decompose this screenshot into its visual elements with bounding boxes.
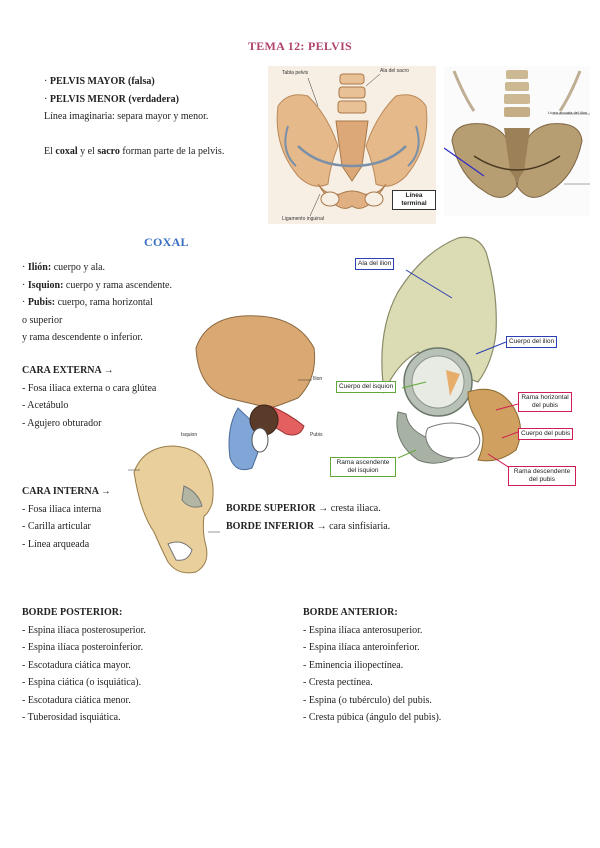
label-ala-ilion: Ala del ilion (355, 258, 395, 270)
borde-posterior-section: BORDE POSTERIOR: - Espina ilíaca postero… (22, 604, 146, 727)
borde-posterior-item: - Escotadura ciática menor. (22, 694, 131, 706)
page-title: TEMA 12: PELVIS (247, 39, 353, 53)
pelvis-photo-illustration (443, 66, 590, 216)
borde-posterior-item: - Espina ilíaca posterosuperior. (22, 624, 146, 636)
fig1-label-tabla: Tabla pelvis (282, 70, 309, 76)
cara-interna-item: - Fosa iliaca interna (22, 503, 102, 515)
borde-posterior-item: - Espina ciática (o isquiática). (22, 677, 142, 688)
borde-anterior-section: BORDE ANTERIOR: - Espina ilíaca anterosu… (303, 604, 441, 727)
cara-externa-item: - Agujero obturador (22, 417, 102, 429)
coxal-internal-figure (124, 442, 228, 578)
cara-externa-item: - Fosa iliaca externa o cara glútea (22, 382, 157, 394)
intro-pelvis-mayor: · PELVIS MAYOR (falsa) (44, 76, 155, 87)
cara-interna-item: - Línea arqueada (22, 538, 90, 550)
fig3-label-ilion: Ilion (313, 376, 323, 382)
pelvis-anterior-illustration (268, 66, 436, 224)
label-cuerpo-pubis: Cuerpo del pubis (518, 428, 574, 440)
label-rama-descendente-pubis: Rama descendente del pubis (508, 466, 576, 486)
coxal-ilion: · Ilión: cuerpo y ala. (22, 262, 106, 273)
fig2-label: Línea arcuata del ilion (548, 110, 588, 115)
coxal-lateral-illustration (195, 315, 316, 471)
borde-inferior: BORDE INFERIOR → cara sinfisiaria. (226, 520, 391, 532)
coxal-pubis-l2: o superior (22, 314, 63, 326)
bordes-mid-section: BORDE SUPERIOR → cresta iliaca. BORDE IN… (226, 500, 390, 535)
coxal-heading: COXAL (144, 235, 189, 249)
coxal-parts-figure: Ala del ilion Cuerpo del ilion Cuerpo de… (328, 232, 592, 486)
borde-anterior-item: - Eminencia iliopectínea. (303, 659, 404, 671)
coxal-pubis: · Pubis: cuerpo, rama horizontal (22, 297, 153, 308)
label-cuerpo-ilion: Cuerpo del ilion (506, 336, 558, 348)
borde-posterior-item: - Tuberosidad isquiática. (22, 712, 121, 723)
borde-anterior-item: - Espina (o tubérculo) del pubis. (303, 694, 432, 706)
coxal-isquion: · Isquion: cuerpo y rama ascendente. (22, 279, 172, 291)
coxal-internal-illustration (128, 445, 220, 574)
fig1-label-lig: Ligamento inguinal (282, 216, 324, 222)
borde-anterior-item: - Cresta púbica (ángulo del pubis). (303, 712, 442, 723)
intro-coxal-sacro: El coxal y el sacro forman parte de la p… (44, 145, 225, 157)
coxal-pubis-l3: y rama descendente o inferior. (22, 332, 143, 343)
cara-externa-section: CARA EXTERNA → - Fosa iliaca externa o c… (22, 362, 156, 432)
fig3-label-pubis: Pubis (310, 432, 323, 438)
label-rama-ascendente-isquion: Rama ascendente del isquion (330, 457, 396, 477)
borde-anterior-item: - Espina ilíaca anterosuperior. (303, 624, 423, 636)
borde-anterior-item: - Cresta pectínea. (303, 677, 373, 688)
intro-text: · PELVIS MAYOR (falsa) · PELVIS MENOR (v… (44, 73, 224, 160)
cara-externa-item: - Acetábulo (22, 400, 69, 411)
borde-anterior-item: - Espina ilíaca anteroinferior. (303, 642, 420, 653)
borde-posterior-heading: BORDE POSTERIOR: (22, 607, 123, 618)
borde-posterior-item: - Espina ilíaca posteroinferior. (22, 642, 144, 653)
intro-pelvis-menor: · PELVIS MENOR (verdadera) (44, 93, 179, 105)
cara-interna-heading: CARA INTERNA → (22, 486, 111, 497)
cara-interna-item: - Carilla articular (22, 521, 91, 532)
coxal-lateral-figure: Ilion Isquion Pubis (178, 308, 338, 480)
pelvis-anterior-figure: Tabla pelvis Ala del sacro Ligamento ing… (268, 66, 436, 224)
coxal-parts-illustration (381, 236, 521, 469)
cara-externa-heading: CARA EXTERNA → (22, 365, 114, 376)
borde-posterior-item: - Escotadura ciática mayor. (22, 659, 131, 671)
coxal-parts: · Ilión: cuerpo y ala. · Isquion: cuerpo… (22, 259, 172, 347)
label-cuerpo-isquion: Cuerpo del isquion (336, 381, 397, 393)
borde-anterior-heading: BORDE ANTERIOR: (303, 607, 398, 618)
label-rama-horizontal-pubis: Rama horizontal del pubis (518, 392, 572, 412)
fig3-label-isquion: Isquion (181, 432, 198, 438)
borde-superior: BORDE SUPERIOR → cresta iliaca. (226, 503, 381, 514)
cara-interna-section: CARA INTERNA → - Fosa iliaca interna - C… (22, 483, 111, 553)
fig1-label-linea-terminal: Línea terminal (392, 190, 436, 210)
intro-linea: Línea imaginaria: separa mayor y menor. (44, 111, 209, 122)
fig1-label-ala: Ala del sacro (380, 68, 409, 74)
pelvis-photo-figure: Línea arcuata del ilion (443, 66, 590, 216)
